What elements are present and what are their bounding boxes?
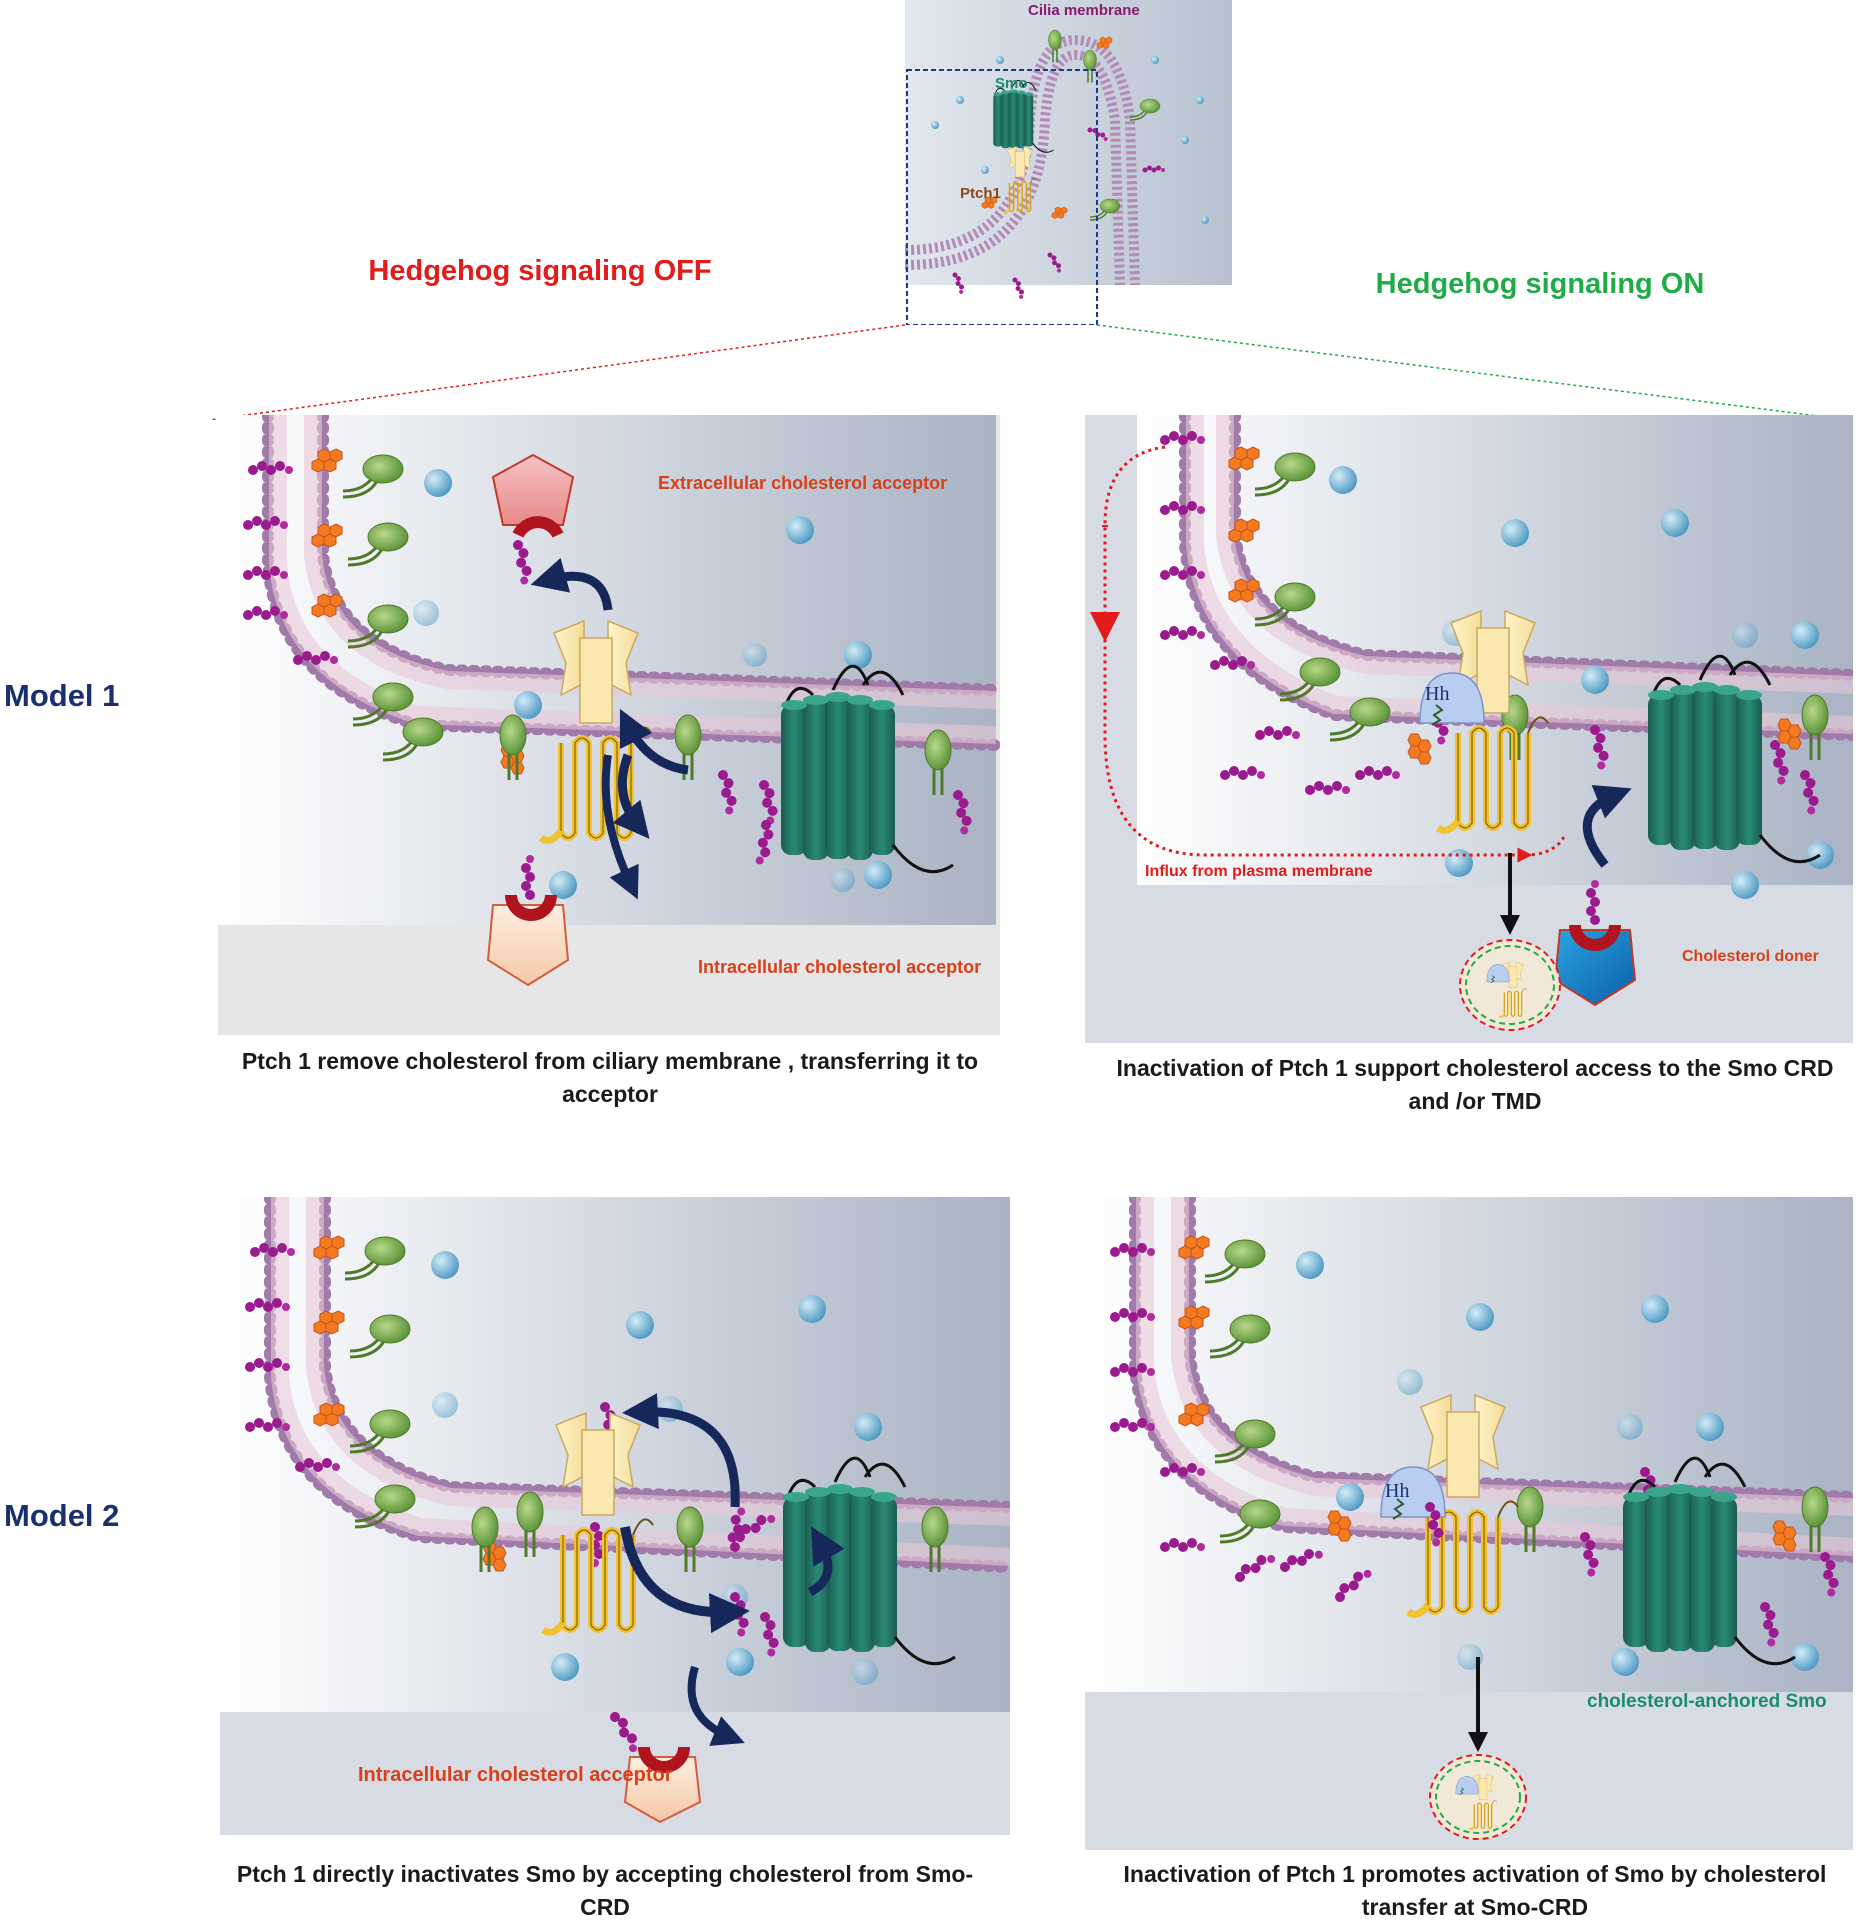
cilia-overview: Cilia membrane Smo Ptch1	[905, 0, 1232, 325]
smo-label: Smo	[995, 75, 1028, 92]
extracellular-acceptor-label: Extracellular cholesterol acceptor	[658, 473, 948, 493]
influx-label: Influx from plasma membrane	[1145, 863, 1373, 880]
hh-label: Hh	[1425, 683, 1450, 705]
hedgehog-off-title: Hedgehog signaling OFF	[368, 255, 712, 287]
caption-model1-on: Inactivation of Ptch 1 support cholester…	[1116, 1055, 1834, 1114]
panel-model2-on: Hh cholesterol-anchored Smo	[1085, 1197, 1853, 1850]
caption-model2-on: Inactivation of Ptch 1 promotes activati…	[1123, 1861, 1827, 1920]
ptch1-label: Ptch1	[960, 185, 1001, 202]
zoom-guide-lines	[209, 324, 1851, 420]
model-2-label: Model 2	[4, 1498, 120, 1533]
cilia-membrane-label: Cilia membrane	[1028, 2, 1140, 19]
panel-model1-on: Influx from plasma membrane Cholesterol …	[1085, 415, 1853, 1043]
panel-model1-off: Extracellular cholesterol acceptor Intra…	[218, 415, 1000, 1035]
cholesterol-anchored-smo-label: cholesterol-anchored Smo	[1587, 1691, 1827, 1712]
hedgehog-on-title: Hedgehog signaling ON	[1375, 268, 1705, 300]
intracellular-acceptor-label: Intracellular cholesterol acceptor	[698, 957, 982, 977]
caption-model1-off: Ptch 1 remove cholesterol from ciliary m…	[241, 1048, 979, 1107]
cholesterol-donor-label: Cholesterol doner	[1682, 948, 1819, 965]
caption-model2-off: Ptch 1 directly inactivates Smo by accep…	[236, 1861, 974, 1920]
model-1-label: Model 1	[4, 678, 120, 713]
hh-label-m2: Hh	[1385, 1480, 1410, 1502]
intracellular-acceptor-label-m2: Intracellular cholesterol acceptor	[358, 1764, 673, 1786]
panel-model2-off: Intracellular cholesterol acceptor	[220, 1197, 1010, 1835]
